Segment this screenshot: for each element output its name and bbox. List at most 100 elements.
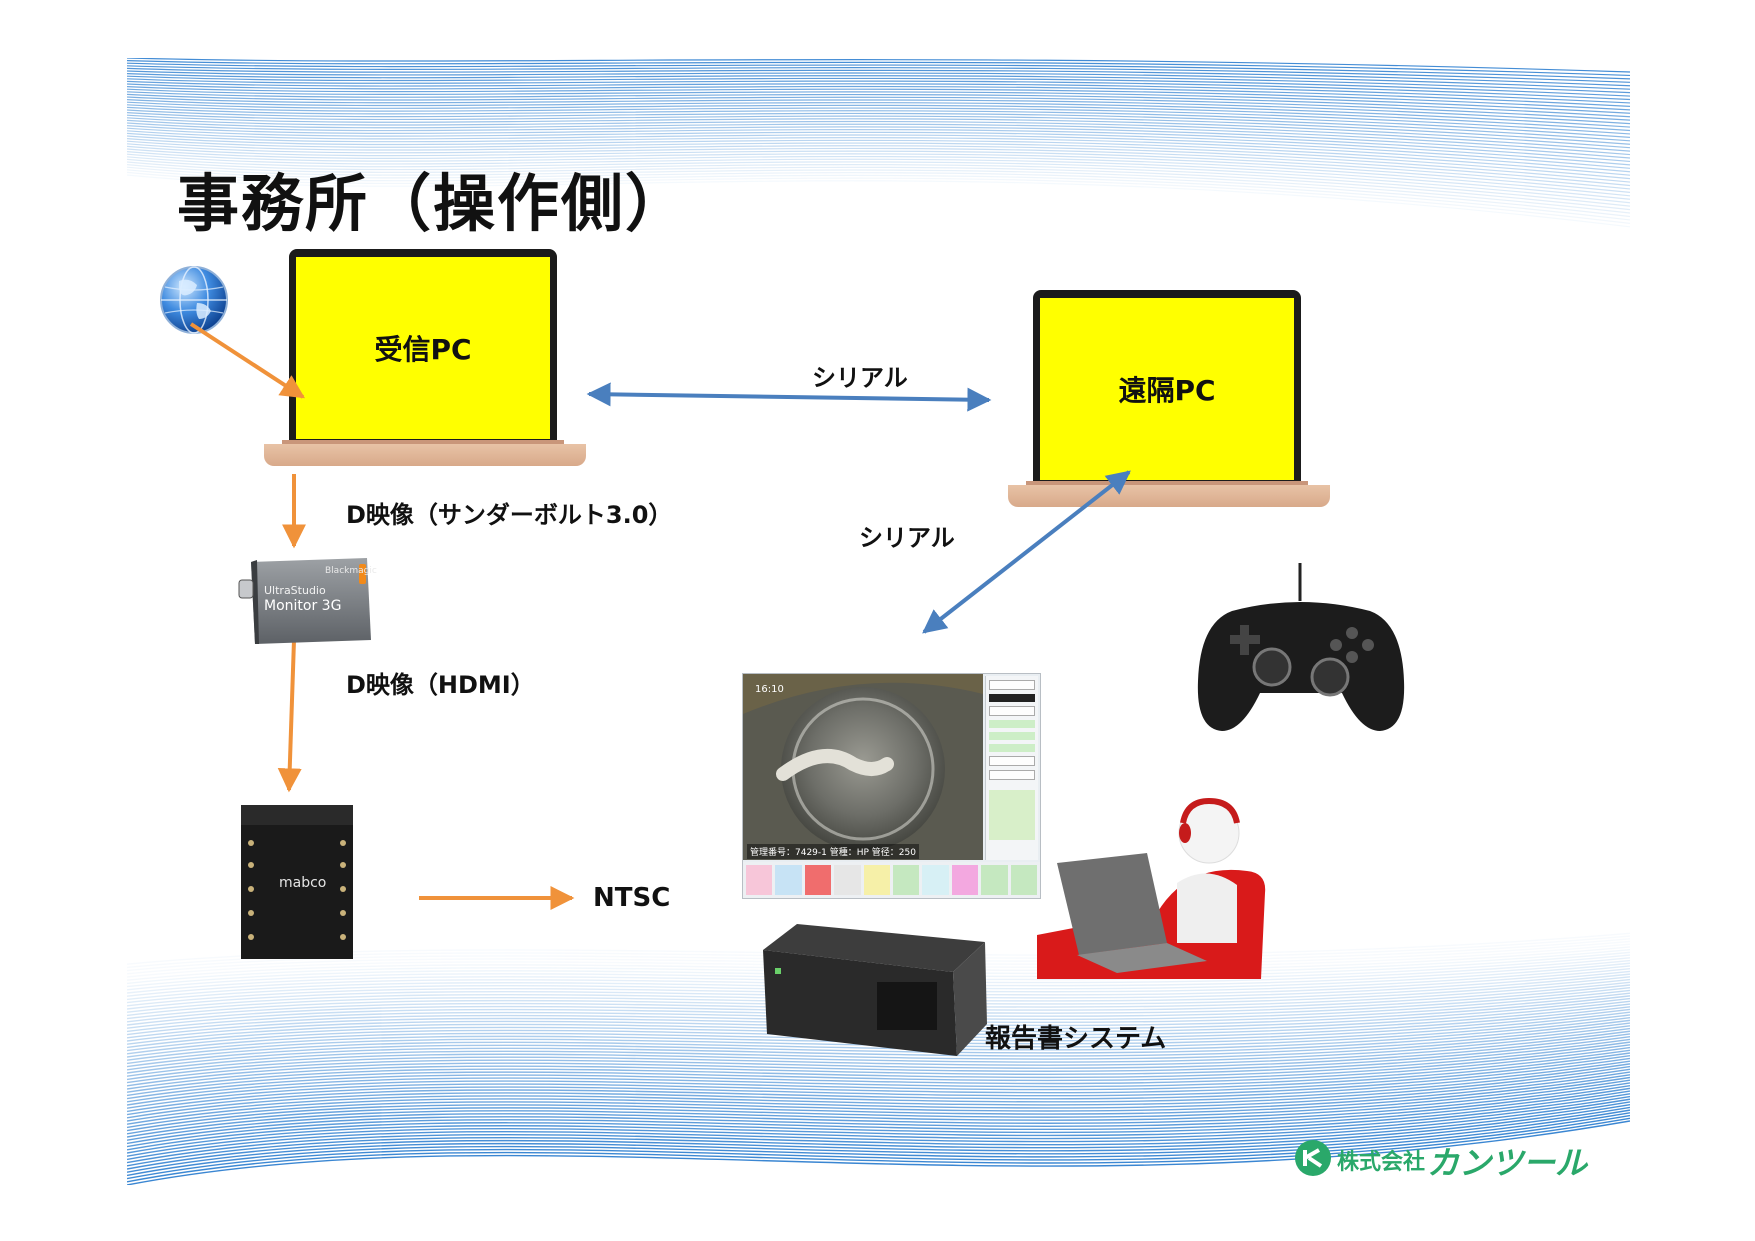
bottom-wave-line [127, 1044, 1630, 1097]
top-wave-line [127, 70, 1630, 90]
top-wave-line [127, 78, 1630, 101]
bottom-wave-line [127, 1041, 1630, 1093]
bottom-wave-line [127, 1060, 1630, 1116]
top-wave-line [127, 135, 1630, 176]
wave-background [127, 58, 1630, 1185]
panel-row [989, 680, 1035, 690]
bottom-wave-line [127, 1014, 1630, 1061]
inspection-software-screen: 16:10 管理番号：7429-1 管種：HP 管径：250 [742, 673, 1041, 899]
bottom-wave-line [127, 1033, 1630, 1084]
top-wave-line [127, 145, 1630, 190]
top-wave-line [127, 88, 1630, 114]
panel-row [989, 694, 1035, 702]
top-wave-line [127, 143, 1630, 187]
top-wave-line [127, 99, 1630, 128]
toolbar-key [922, 865, 949, 895]
receive-pc-hinge [282, 440, 564, 444]
bottom-wave-line [127, 1052, 1630, 1106]
remote-pc-screen: 遠隔PC [1040, 298, 1294, 480]
toolbar-key [981, 865, 1008, 895]
receive-pc-label: 受信PC [374, 333, 472, 366]
top-wave-line [127, 132, 1630, 173]
top-wave-line [127, 109, 1630, 142]
top-wave-line [127, 91, 1630, 118]
report-system-pc-box-icon [763, 924, 987, 1056]
bottom-wave-line [127, 1030, 1630, 1081]
bottom-wave-line [127, 1035, 1630, 1087]
serial-link-arrow [586, 382, 992, 412]
panel-row [989, 706, 1035, 716]
serial-diagonal-label: シリアル [859, 524, 955, 552]
toolbar-key [746, 865, 773, 895]
top-wave-line [127, 138, 1630, 180]
bottom-wave-line [127, 1046, 1630, 1100]
gamepad-icon [1197, 563, 1405, 731]
top-wave-line [127, 65, 1630, 83]
bottom-wave-line [127, 1082, 1630, 1141]
bottom-wave-line [127, 1087, 1630, 1148]
ultrastudio-line2: Monitor 3G [264, 598, 342, 614]
top-wave-line [127, 122, 1630, 159]
bottom-wave-line [127, 1090, 1630, 1151]
serial-diagonal-arrow [922, 470, 1131, 634]
top-wave-line [127, 151, 1630, 197]
top-wave-line [127, 62, 1630, 80]
toolbar-key [804, 865, 832, 895]
bottom-wave-line [127, 1057, 1630, 1113]
top-wave-line [127, 117, 1630, 152]
top-wave-line [127, 75, 1630, 97]
top-wave-line [127, 158, 1630, 207]
top-wave-line [127, 67, 1630, 87]
thunderbolt-video-label: D映像（サンダーボルト3.0） [346, 501, 673, 529]
top-wave-line [127, 60, 1630, 77]
slide: 事務所（操作側） 受信PC 遠隔PC [127, 58, 1630, 1185]
top-wave-line [127, 96, 1630, 125]
remote-pc-hinge [1026, 481, 1308, 485]
serial-top-label: シリアル [812, 364, 908, 392]
bottom-wave-line [127, 1055, 1630, 1109]
bottom-wave-line [127, 1076, 1630, 1135]
report-system-label: 報告書システム [985, 1024, 1167, 1054]
bottom-wave-line [127, 1038, 1630, 1090]
bottom-wave-line [127, 1063, 1630, 1119]
bottom-wave-line [127, 1112, 1630, 1177]
bottom-wave-line [127, 1117, 1630, 1183]
top-wave-line [127, 161, 1630, 211]
panel-grid [989, 790, 1035, 840]
bottom-wave-line [127, 1071, 1630, 1129]
panel-row [989, 732, 1035, 740]
top-wave-line [127, 112, 1630, 145]
bottom-wave-line [127, 1065, 1630, 1122]
globe-icon [160, 266, 228, 334]
camera-info-overlay: 管理番号：7429-1 管種：HP 管径：250 [747, 844, 919, 859]
top-wave-line [127, 148, 1630, 193]
hdmi-video-label: D映像（HDMI） [346, 671, 535, 699]
bottom-wave-line [127, 1095, 1630, 1157]
bottom-wave-line [127, 1098, 1630, 1161]
top-wave-line [127, 140, 1630, 183]
camera-time-overlay: 16:10 [755, 684, 784, 695]
toolbar-key [863, 865, 891, 895]
bottom-wave-line [127, 1114, 1630, 1180]
toolbar-key [893, 865, 920, 895]
bottom-wave-line [127, 1093, 1630, 1154]
top-wave-line [127, 156, 1630, 204]
top-wave-line [127, 127, 1630, 166]
bottom-wave-line [127, 1025, 1630, 1074]
ultrastudio-monitor-3g-device: Blackmagic UltraStudio Monitor 3G [237, 554, 377, 646]
top-wave-line [127, 101, 1630, 132]
receive-pc-screen: 受信PC [296, 257, 550, 439]
top-wave-line [127, 80, 1630, 104]
panel-row [989, 720, 1035, 728]
bottom-wave-line [127, 1016, 1630, 1065]
remote-pc-label: 遠隔PC [1118, 374, 1216, 407]
bottom-wave-line [127, 1109, 1630, 1173]
page-title: 事務所（操作側） [177, 167, 690, 240]
receive-pc-keyboard-base [264, 444, 586, 466]
bottom-wave-line [127, 1101, 1630, 1164]
top-wave-line [127, 73, 1630, 94]
top-wave-line [127, 171, 1630, 224]
bottom-wave-line [127, 1079, 1630, 1138]
globe-to-receive-pc-arrow [189, 322, 306, 399]
top-wave-line [127, 174, 1630, 228]
